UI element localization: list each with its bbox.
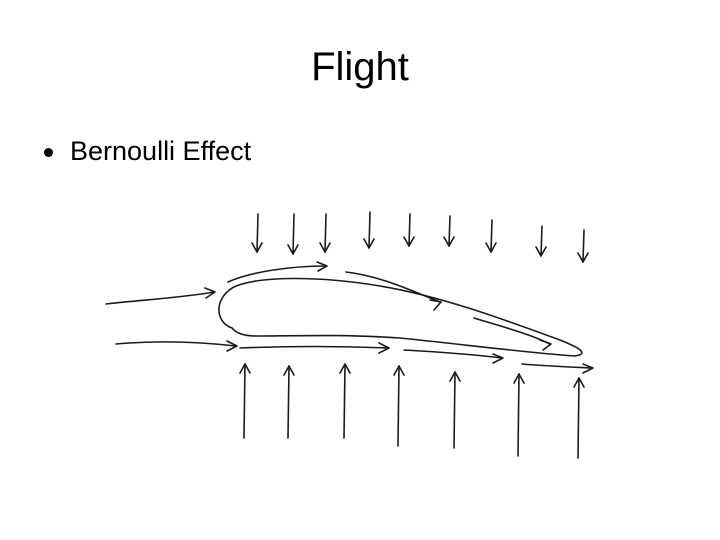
incoming-flow-lower-arrow [115,340,238,352]
down-arrow-icon [251,213,263,253]
up-arrow-icon [339,363,351,439]
down-arrow-icon [443,215,455,247]
upward-arrows [239,363,585,459]
upper-flow-arrow-2 [345,271,442,311]
up-arrow-icon [283,365,295,439]
bullet-list: Bernoulli Effect [44,134,251,168]
incoming-flow-upper-arrow [105,287,216,305]
down-arrow-icon [577,229,589,263]
downward-arrows [251,211,589,263]
up-arrow-icon [513,373,525,457]
bullet-dot-icon [44,147,53,157]
bullet-item: Bernoulli Effect [44,134,251,168]
up-arrow-icon [239,363,251,439]
lower-flow-arrow-1 [239,342,390,354]
upper-flow-arrow-3 [473,317,552,351]
bullet-text: Bernoulli Effect [70,136,252,166]
lower-flow-arrow-3 [521,363,594,374]
down-arrow-icon [535,225,547,257]
down-arrow-icon [319,213,331,253]
slide-title: Flight [0,42,720,92]
down-arrow-icon [363,211,375,249]
upper-flow-arrow-1 [227,261,328,283]
up-arrow-icon [393,365,405,447]
slide-title-text: Flight [311,45,409,89]
down-arrow-icon [403,213,415,247]
airfoil-shape [218,277,583,357]
lower-flow-arrow-2 [403,349,504,364]
down-arrow-icon [287,213,299,255]
down-arrow-icon [485,219,497,253]
up-arrow-icon [449,371,461,449]
up-arrow-icon [573,377,585,459]
